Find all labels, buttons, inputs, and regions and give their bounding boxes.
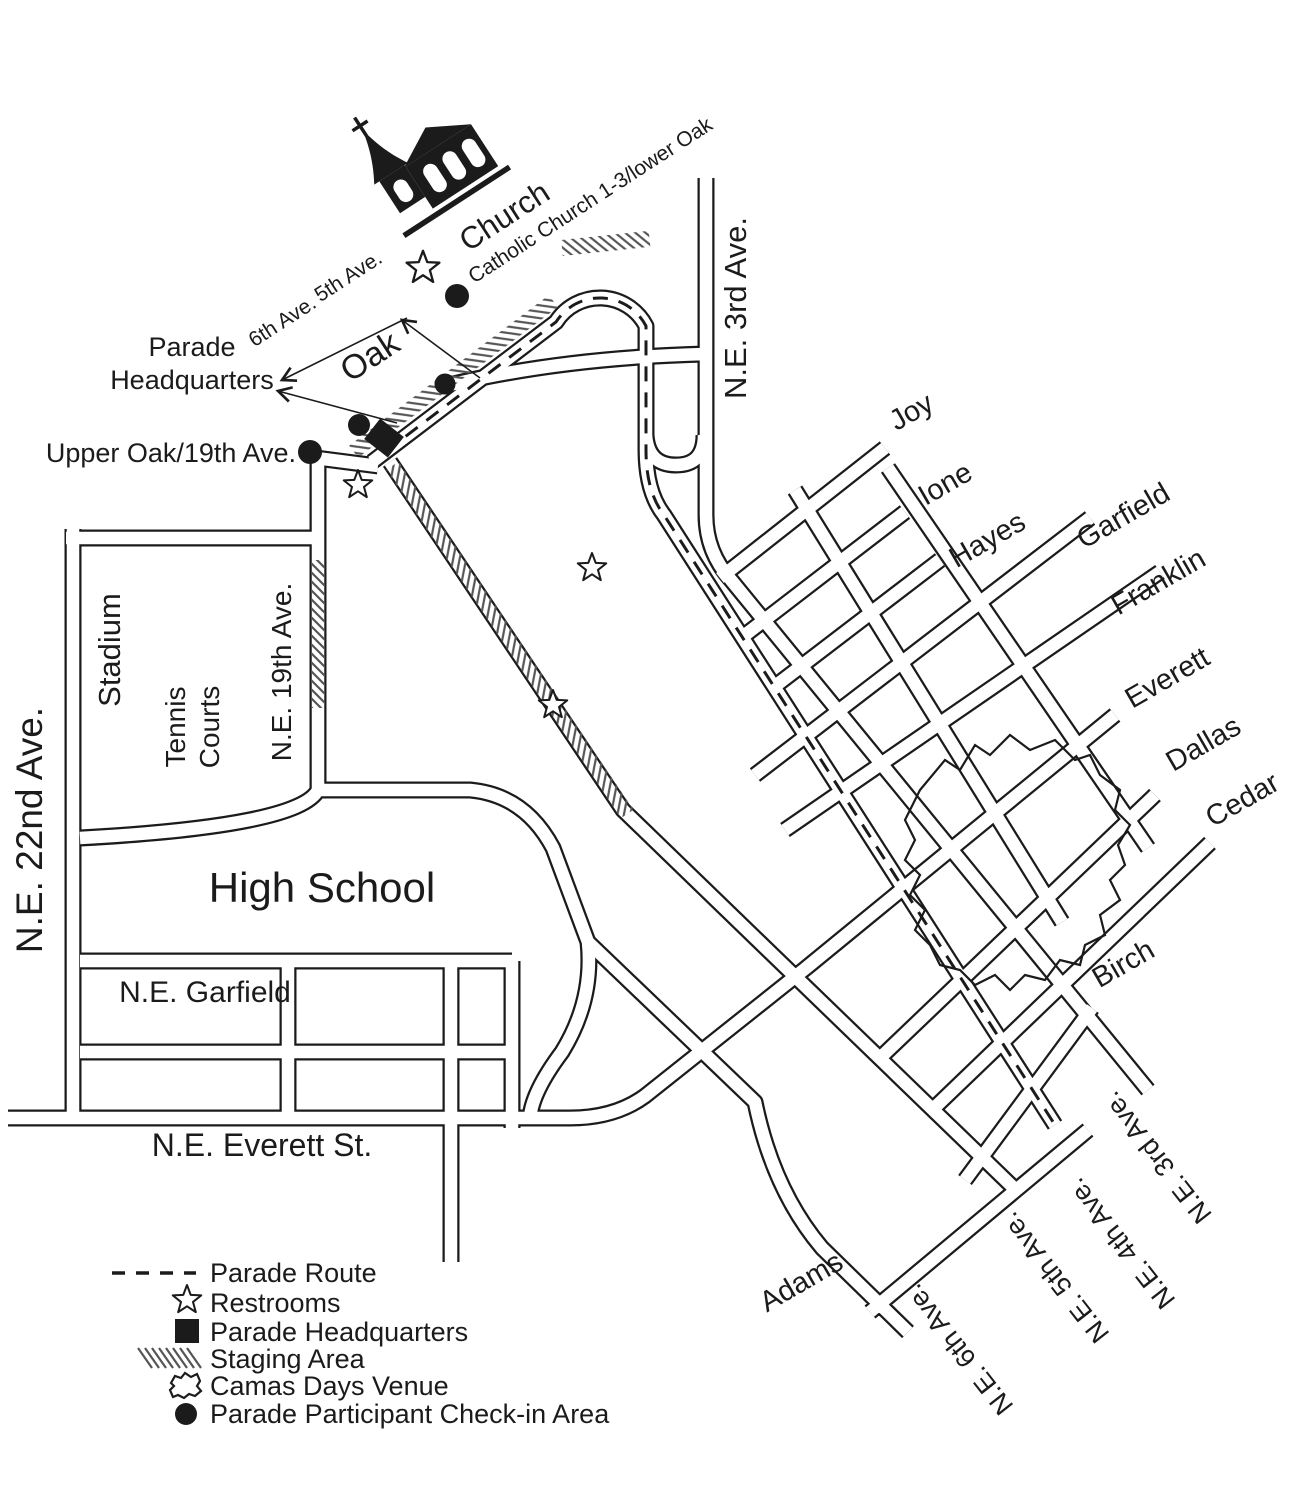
legend-circle-icon (175, 1403, 197, 1425)
label-ne-19th-ave: N.E. 19th Ave. (266, 583, 297, 762)
label-ne-everett-st: N.E. Everett St. (152, 1127, 373, 1163)
label-upper-oak: Upper Oak/19th Ave. (46, 438, 296, 468)
label-dallas: Dallas (1161, 710, 1247, 778)
label-stadium: Stadium (92, 593, 127, 707)
restroom-star-mid-route (576, 552, 608, 582)
label-tennis-line2: Courts (194, 686, 225, 768)
restroom-star-upper-oak (342, 469, 374, 499)
label-ione: Ione (913, 456, 978, 512)
church-icon (351, 116, 512, 239)
checkin-dot-upper-oak (298, 440, 322, 464)
restroom-star-church (405, 249, 441, 284)
legend-camas-days-venue-label: Camas Days Venue (210, 1371, 449, 1401)
label-everett: Everett (1120, 641, 1216, 715)
label-ne-3rd-ave-bottom: N.E. 3rd Ave. (1096, 1086, 1217, 1229)
legend-staging-area-label: Staging Area (210, 1344, 366, 1374)
label-ne-garfield: N.E. Garfield (119, 976, 291, 1009)
checkin-dot-church (445, 284, 469, 308)
label-oak: Oak (334, 323, 408, 389)
label-parade-hq-line2: Headquarters (110, 365, 274, 395)
legend-parade-hq-label: Parade Headquarters (210, 1317, 468, 1347)
pointer-arrows (275, 317, 481, 424)
checkin-dot-oak (348, 414, 370, 436)
label-6th-ave: 6th Ave. (245, 291, 321, 351)
legend-square-icon (175, 1319, 199, 1343)
arrow-6th-ave (279, 317, 408, 383)
legend-venue-icon (168, 1371, 203, 1400)
checkin-dots (298, 284, 469, 464)
legend-star-icon (171, 1284, 203, 1314)
label-parade-hq-line1: Parade (148, 332, 235, 362)
label-5th-ave: 5th Ave. (311, 246, 387, 306)
label-franklin: Franklin (1106, 543, 1211, 622)
label-ne-6th-ave: N.E. 6th Ave. (899, 1278, 1019, 1420)
arrow-parade-hq (275, 386, 398, 424)
label-cedar: Cedar (1200, 766, 1285, 833)
label-tennis-line1: Tennis (160, 687, 191, 768)
staging-area-hatch (312, 230, 651, 819)
label-adams: Adams (754, 1246, 848, 1319)
camas-days-venue-outline (903, 733, 1132, 992)
legend-checkin-area-label: Parade Participant Check-in Area (210, 1399, 610, 1429)
legend-parade-route-label: Parade Route (210, 1258, 377, 1288)
arrow-5th-ave (399, 318, 481, 379)
label-ne-22nd-ave: N.E. 22nd Ave. (9, 707, 50, 953)
label-joy: Joy (884, 387, 940, 438)
parade-hq-square (364, 418, 404, 458)
legend: Parade Route Restrooms Parade Headquarte… (112, 1258, 610, 1429)
checkin-dot-5th-ave (434, 373, 456, 395)
legend-hatch-icon (137, 1347, 202, 1369)
label-high-school: High School (209, 864, 435, 911)
legend-restrooms-label: Restrooms (210, 1288, 341, 1318)
parade-route-dashes (384, 296, 1057, 1126)
label-ne-3rd-ave-top: N.E. 3rd Ave. (718, 217, 753, 399)
